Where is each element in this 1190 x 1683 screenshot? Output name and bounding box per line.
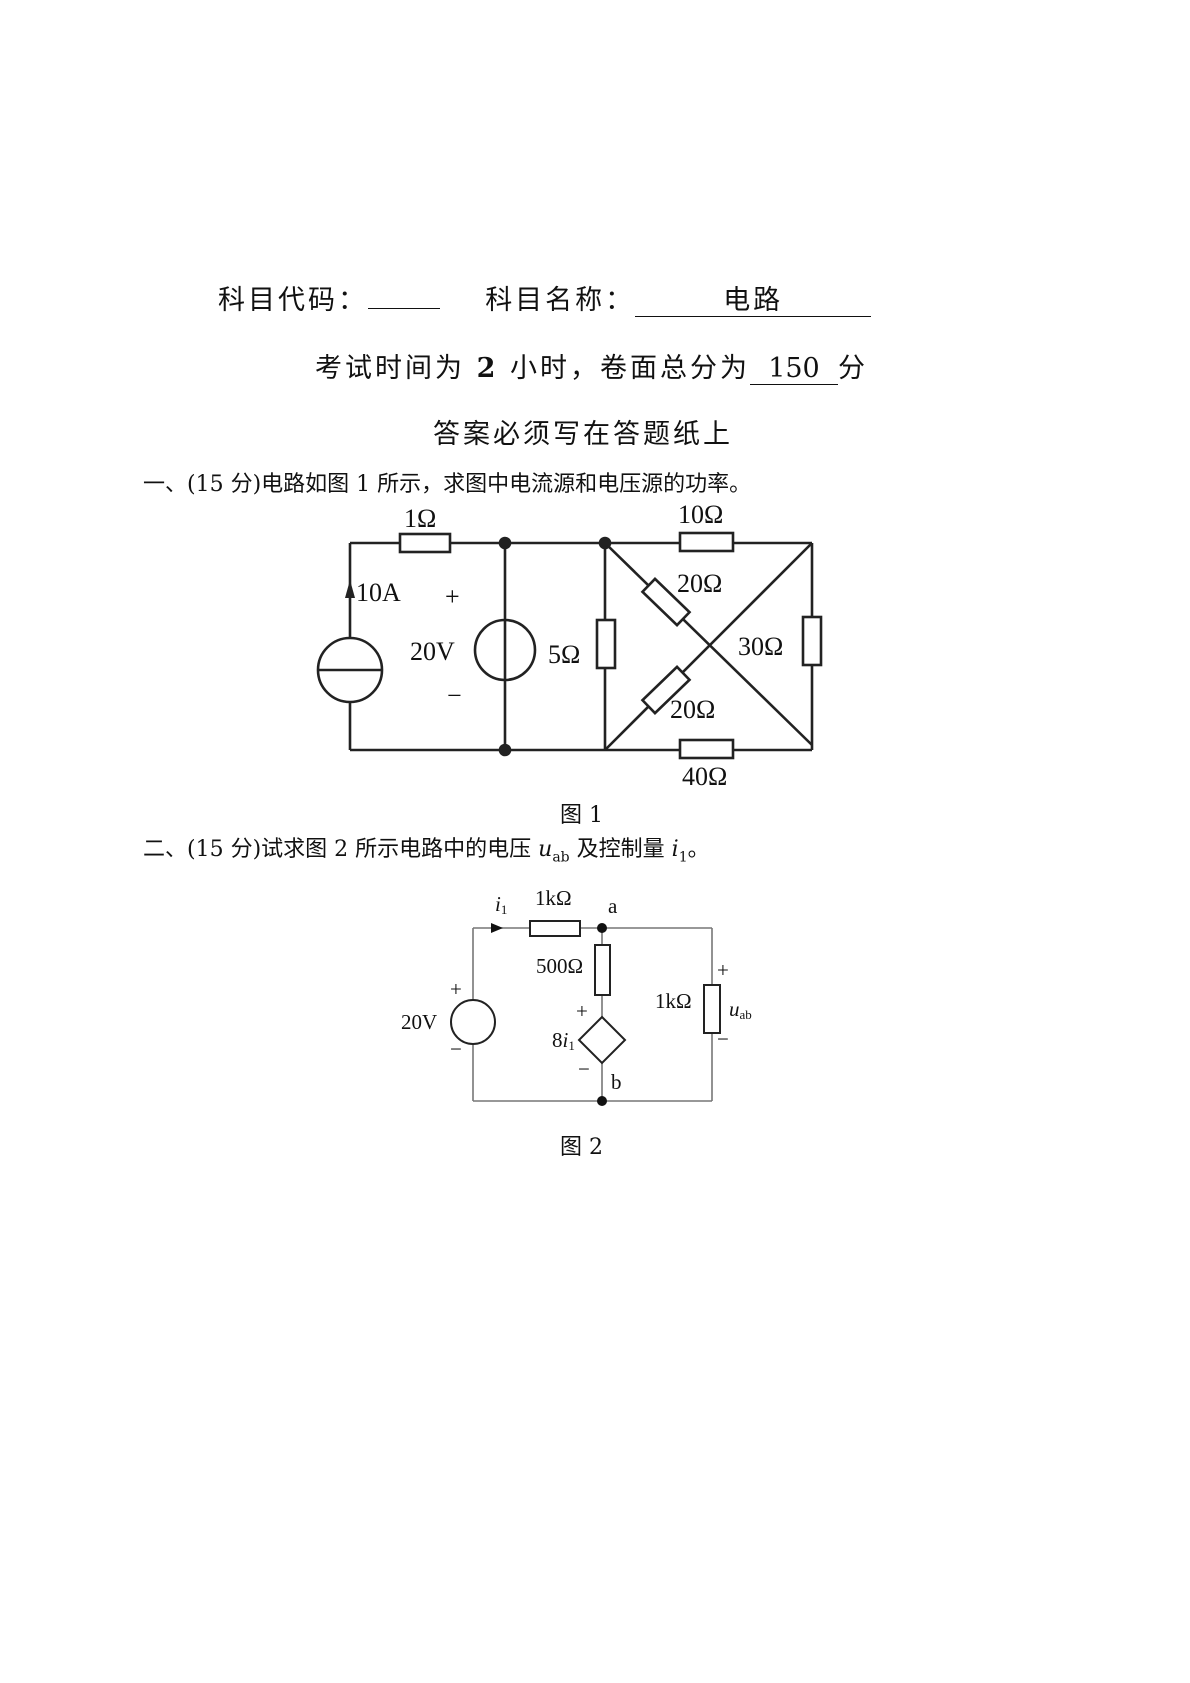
q2-text-b: 及控制量 [569, 837, 672, 862]
label-20ohm-upper: 20Ω [677, 569, 722, 598]
resistor-40ohm [678, 738, 735, 760]
answer-notice: 答案必须写在答题纸上 [433, 419, 733, 450]
voltage-source-20v [450, 999, 496, 1045]
var-u-sub: ab [552, 849, 570, 866]
label-20v: 20V [410, 637, 455, 666]
label-5ohm: 5Ω [548, 640, 580, 669]
label-node-a: a [608, 894, 618, 918]
label-1ohm: 1Ω [404, 504, 436, 533]
var-i-sub: 1 [678, 849, 688, 866]
label-40ohm: 40Ω [682, 762, 727, 791]
dependent-voltage-source [577, 1015, 627, 1065]
resistor-5ohm [595, 618, 617, 670]
resistor-10ohm [678, 531, 735, 553]
var-u: u [538, 837, 553, 862]
node-b-dot [597, 1096, 607, 1106]
label-1k-right: 1kΩ [655, 989, 692, 1013]
current-source [316, 636, 384, 704]
node-a-dot [597, 923, 607, 933]
label-i1: i [495, 892, 501, 916]
label-u-sub: ab [740, 1007, 752, 1022]
label-node-b: b [611, 1070, 622, 1094]
q1-points: (15 分) [187, 472, 262, 497]
q2-text-c: 。 [687, 837, 710, 862]
label-u-minus: − [717, 1027, 729, 1051]
label-20v: 20V [401, 1010, 437, 1034]
figure-1-caption: 图 1 [560, 803, 603, 828]
label-i1-sub: 1 [501, 902, 508, 917]
resistor-1ohm [398, 532, 452, 554]
time-mid: 小时，卷面总分为 [509, 353, 750, 384]
question-2: 二、(15 分)试求图 2 所示电路中的电压 uab 及控制量 i1。 [143, 831, 710, 865]
var-i: i [671, 837, 679, 862]
subject-code-row: 科目代码： 科目名称：电路 [218, 278, 872, 317]
label-10a: 10A [356, 578, 401, 607]
resistor-30ohm [801, 615, 823, 667]
total-score: 150 [749, 354, 838, 385]
node-dot [498, 743, 512, 757]
label-vs-plus: + [450, 977, 462, 1001]
svg-text:uab: uab [729, 997, 752, 1022]
voltage-source [473, 618, 537, 682]
label-dep-i: i [563, 1028, 569, 1052]
label-1k: 1kΩ [535, 886, 572, 910]
label-500: 500Ω [536, 954, 583, 978]
label-30ohm: 30Ω [738, 632, 783, 661]
resistor-20ohm-lower [640, 665, 692, 715]
svg-text:8i1: 8i1 [552, 1028, 575, 1053]
resistor-500 [594, 944, 611, 996]
subject-name-field: 电路 [635, 286, 872, 317]
q1-text: 电路如图 1 所示，求图中电流源和电压源的功率。 [261, 472, 752, 497]
subject-code-label: 科目代码： [218, 285, 368, 316]
label-10ohm: 10Ω [678, 500, 723, 529]
subject-name-label: 科目名称： [485, 285, 636, 316]
label-dep-minus: − [578, 1057, 590, 1081]
time-prefix: 考试时间为 [315, 353, 465, 384]
q2-number: 二、 [143, 837, 188, 862]
exam-hours: 2 [476, 353, 499, 384]
figure-2-caption: 图 2 [560, 1135, 603, 1160]
resistor-1k-right [703, 984, 721, 1034]
node-dot [598, 536, 612, 550]
current-arrow-icon [491, 923, 503, 933]
q2-text: 试求图 2 所示电路中的电压 [261, 837, 539, 862]
resistor-20ohm-upper [640, 577, 692, 627]
q2-points: (15 分) [187, 837, 262, 862]
q1-number: 一、 [143, 472, 188, 497]
label-minus: − [447, 681, 462, 710]
node-dot [498, 536, 512, 550]
label-u-plus: + [717, 958, 729, 982]
subject-code-field [368, 308, 440, 309]
label-dep-plus: + [576, 999, 588, 1023]
question-1: 一、(15 分)电路如图 1 所示，求图中电流源和电压源的功率。 [143, 466, 751, 498]
label-plus: + [445, 582, 460, 611]
resistor-1k [529, 920, 581, 937]
label-20ohm-lower: 20Ω [670, 695, 715, 724]
current-arrow-icon [345, 580, 355, 598]
label-vs-minus: − [450, 1037, 462, 1061]
score-suffix: 分 [837, 353, 868, 384]
label-dep-sub: 1 [568, 1038, 575, 1053]
svg-text:i1: i1 [495, 892, 507, 917]
label-u: u [729, 997, 740, 1021]
label-dep-coef: 8 [552, 1028, 563, 1052]
